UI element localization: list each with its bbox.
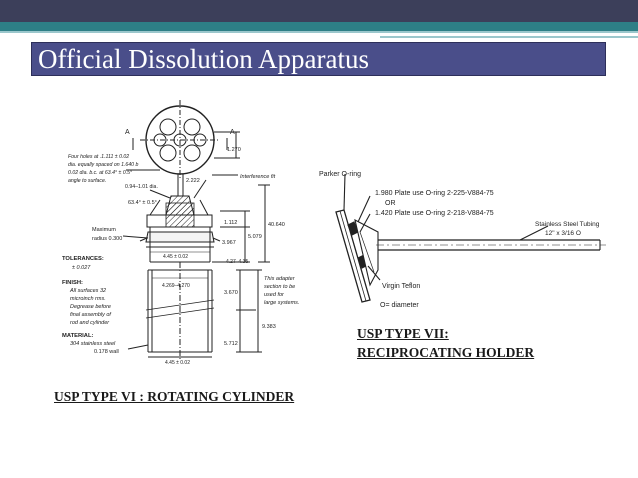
- dim-9383: 9.383: [262, 324, 276, 330]
- note-finish-1: All surfaces 32: [69, 288, 106, 294]
- note-tolerance-value: ± 0.027: [72, 265, 91, 271]
- dim-5079: 5.079: [248, 234, 262, 240]
- dim-5712: 5.712: [224, 341, 238, 347]
- caption-type7-line1: USP TYPE VII:: [357, 326, 449, 341]
- note-finish-3: Degrease before: [70, 304, 111, 310]
- header-rule-short: [380, 36, 638, 38]
- note-max-radius-2: radius 0.300: [92, 236, 122, 242]
- note-interference: Interference fit: [240, 174, 276, 180]
- label-diameter: O= diameter: [380, 302, 419, 309]
- section-mark-left: A: [125, 129, 130, 136]
- caption-type6: USP TYPE VI : ROTATING CYLINDER: [54, 389, 295, 404]
- dim-427: 4.27–4.35: [226, 259, 248, 265]
- rotating-cylinder-drawing: A A: [122, 100, 270, 360]
- note-adapter-1: This adapter: [264, 276, 296, 282]
- note-wall: 0.178 wall: [94, 349, 119, 355]
- note-finish: FINISH:: [62, 280, 83, 286]
- label-parker: Parker O-ring: [319, 171, 361, 178]
- note-finish-4: final assembly of: [70, 312, 111, 318]
- caption-type7-line2: RECIPROCATING HOLDER: [357, 345, 535, 360]
- note-holes-3: 0.02 dia. b.c. at 63.4° ± 0.5°: [68, 170, 132, 176]
- dim-1270: 1.270: [227, 147, 241, 153]
- note-adapter-3: used for: [264, 292, 285, 298]
- label-tubing-2: 12" x 3/16 O: [545, 230, 581, 237]
- dim-3670: 3.670: [224, 290, 238, 296]
- header-dark-band: [0, 0, 638, 22]
- label-or: OR: [385, 200, 396, 207]
- note-holes-2: dia. equally spaced on 1.640 b: [68, 162, 138, 168]
- dim-445b: 4.45 ± 0.02: [165, 360, 190, 366]
- dim-2222: 2.222: [186, 178, 200, 184]
- note-finish-5: rod and cylinder: [70, 320, 110, 326]
- slide-title: Official Dissolution Apparatus: [38, 44, 369, 74]
- dim-445a: 4.45 ± 0.02: [163, 254, 188, 260]
- title-bar: Official Dissolution Apparatus: [31, 42, 606, 76]
- dim-4269: 4.269–4.270: [162, 283, 190, 289]
- note-tolerances: TOLERANCES:: [62, 256, 104, 262]
- label-plate1: 1.980 Plate use O-ring 2-225-V884-75: [375, 190, 494, 197]
- dim-1112: 1.112: [224, 220, 237, 226]
- note-finish-2: microinch rms.: [70, 296, 106, 302]
- note-material-1: 304 stainless steel: [70, 341, 116, 347]
- note-dia-range: 0.94–1.01 dia.: [125, 184, 158, 190]
- dim-40640: 40.640: [268, 222, 285, 228]
- note-holes-4: angle to surface.: [68, 178, 106, 184]
- header-teal-band: [0, 22, 638, 31]
- note-angle: 63.4° ± 0.5°: [128, 200, 157, 206]
- dim-3967: 3.967: [222, 240, 236, 246]
- note-material: MATERIAL:: [62, 333, 94, 339]
- note-max-radius-1: Maximum: [92, 227, 116, 233]
- note-adapter-4: large systems.: [264, 300, 299, 306]
- note-adapter-2: section to be: [264, 284, 295, 290]
- label-plate2: 1.420 Plate use O-ring 2-218-V884-75: [375, 210, 494, 217]
- reciprocating-holder-drawing: [335, 173, 606, 303]
- header-rule: [0, 31, 638, 33]
- label-teflon: Virgin Teflon: [382, 283, 420, 290]
- label-tubing-1: Stainless Steel Tubing: [535, 221, 600, 228]
- note-holes-1: Four holes at .1.111 ± 0.02: [68, 154, 129, 160]
- top-view-disk: [132, 100, 228, 180]
